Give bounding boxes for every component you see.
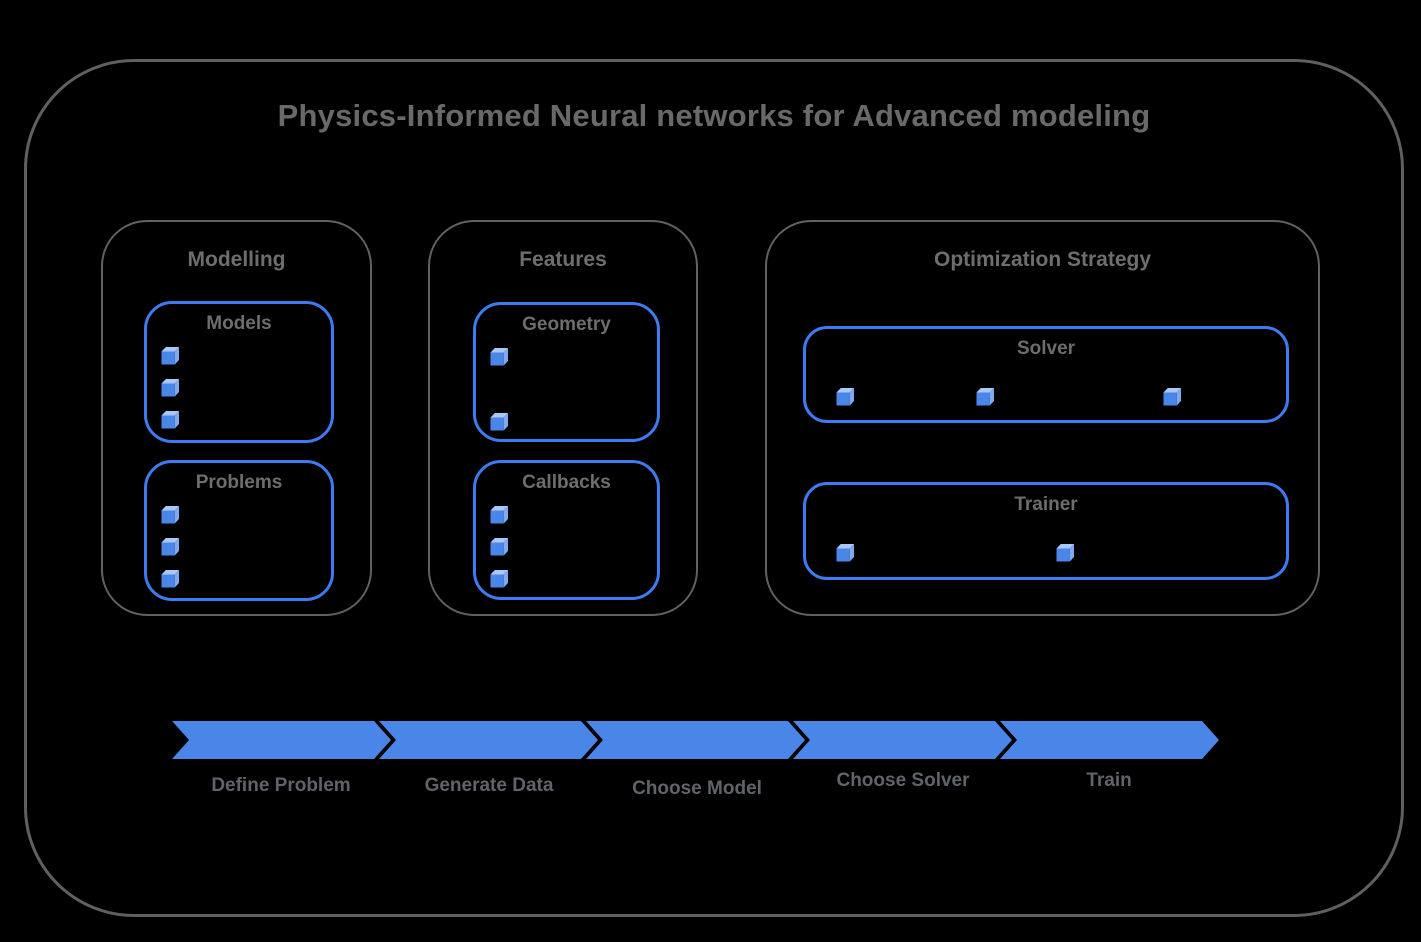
card-callbacks-bullets xyxy=(490,505,509,588)
cube-icon xyxy=(490,348,508,366)
cube-icon xyxy=(161,538,179,556)
cube-icon xyxy=(490,506,508,524)
card-models-bullets xyxy=(161,346,180,429)
pipeline-step-define-problem: Define Problem xyxy=(211,775,351,796)
pipeline-arrow-segment xyxy=(379,721,598,759)
group-optimization-strategy: Optimization Strategy Solver Trainer xyxy=(765,220,1320,616)
pipeline-arrow-segment xyxy=(793,721,1012,759)
card-models-title: Models xyxy=(206,313,272,334)
group-modelling-title: Modelling xyxy=(187,248,286,271)
card-trainer: Trainer xyxy=(803,482,1289,580)
pipeline-step-generate-data: Generate Data xyxy=(424,775,554,796)
card-geometry-bullets xyxy=(490,347,509,431)
group-features: Features Geometry Callbacks xyxy=(428,220,698,616)
card-trainer-bullets xyxy=(836,543,1075,562)
cube-icon xyxy=(161,347,179,365)
card-problems-title: Problems xyxy=(195,472,283,493)
cube-icon xyxy=(490,413,508,431)
cube-icon xyxy=(490,538,508,556)
card-geometry: Geometry xyxy=(473,302,660,442)
cube-icon xyxy=(161,411,179,429)
cube-icon xyxy=(1056,544,1074,562)
cube-icon xyxy=(161,506,179,524)
cube-icon xyxy=(1163,388,1181,406)
pipeline-arrow-segment xyxy=(172,721,391,759)
card-geometry-title: Geometry xyxy=(522,314,611,335)
pipeline-arrow-segment xyxy=(586,721,805,759)
cube-icon xyxy=(490,570,508,588)
card-callbacks-title: Callbacks xyxy=(522,472,611,493)
card-solver: Solver xyxy=(803,326,1289,423)
pipeline-step-choose-model: Choose Model xyxy=(632,778,762,799)
cube-icon xyxy=(161,379,179,397)
cube-icon xyxy=(161,570,179,588)
card-solver-bullets xyxy=(836,387,1182,406)
group-optimization-title: Optimization Strategy xyxy=(933,248,1152,271)
cube-icon xyxy=(836,544,854,562)
group-modelling: Modelling Models Problems xyxy=(101,220,372,616)
card-trainer-title: Trainer xyxy=(1014,494,1078,515)
card-problems-bullets xyxy=(161,505,180,588)
cube-icon xyxy=(976,388,994,406)
group-features-title: Features xyxy=(519,248,607,271)
card-problems: Problems xyxy=(144,460,334,601)
page-title: Physics-Informed Neural networks for Adv… xyxy=(277,98,1151,133)
pipeline-step-choose-solver: Choose Solver xyxy=(836,770,970,791)
outer-frame xyxy=(24,59,1404,917)
pipeline-arrow-segment xyxy=(1000,721,1219,759)
cube-icon xyxy=(836,388,854,406)
pipeline-step-train: Train xyxy=(1086,770,1132,791)
card-models: Models xyxy=(144,301,334,443)
card-solver-title: Solver xyxy=(1016,338,1076,359)
card-callbacks: Callbacks xyxy=(473,460,660,600)
pipeline-arrow-band xyxy=(172,721,1219,759)
